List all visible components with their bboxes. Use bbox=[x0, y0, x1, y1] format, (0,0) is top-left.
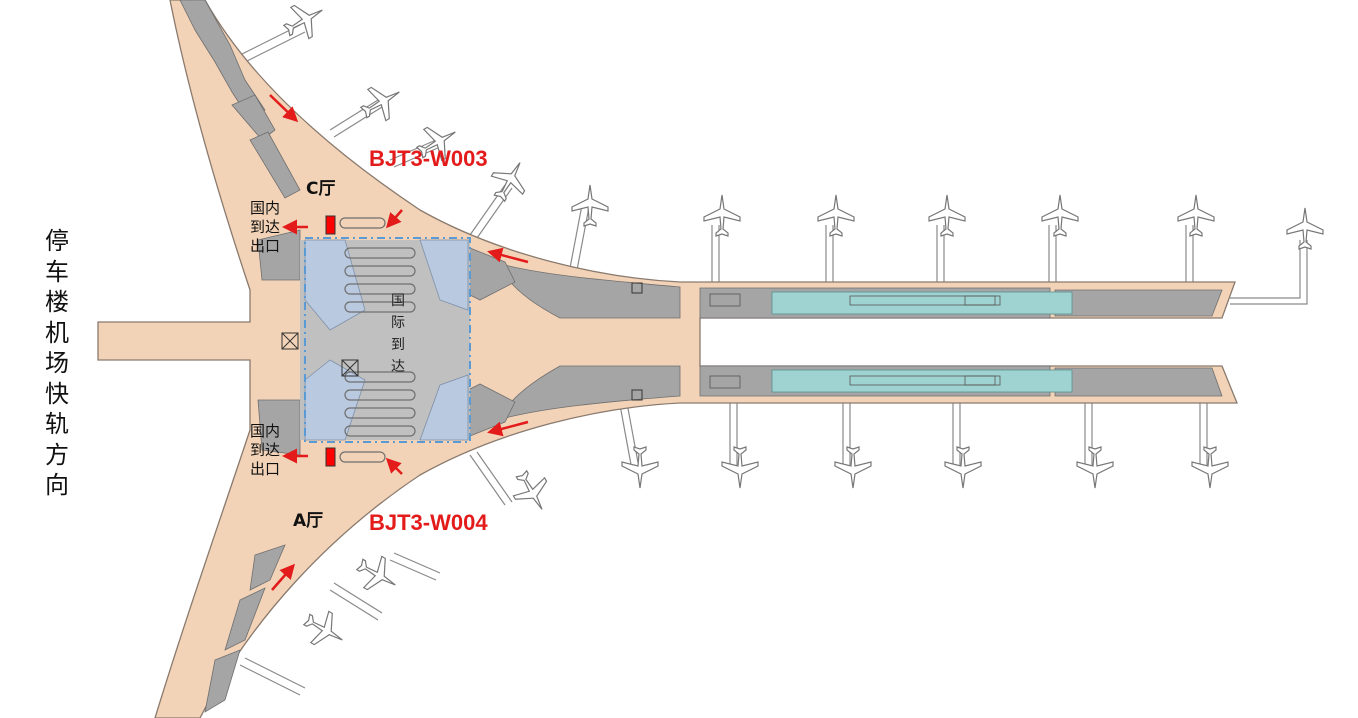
gate-code-north: BJT3-W003 bbox=[369, 146, 488, 171]
terminal-outline bbox=[97, 0, 1238, 718]
hall-label-north: C厅 bbox=[306, 179, 336, 199]
hall-label-south: A厅 bbox=[293, 511, 324, 531]
intl-dashed-border bbox=[304, 237, 471, 443]
gate-code-south: BJT3-W004 bbox=[369, 510, 488, 535]
intl-blue-areas bbox=[304, 239, 469, 441]
domestic-exit-label-south: 国内 到达 出口 bbox=[250, 422, 281, 478]
train-platforms bbox=[771, 291, 1073, 393]
exit-marker-icon bbox=[325, 215, 336, 467]
intl-arrivals-label: 国 际 到 达 bbox=[391, 293, 405, 375]
baggage-carousels bbox=[339, 217, 416, 463]
domestic-exit-label-north: 国内 到达 出口 bbox=[250, 199, 281, 255]
side-direction-label: 停 车 楼 机 场 快 轨 方 向 bbox=[45, 227, 69, 499]
arrow-icon bbox=[269, 94, 529, 591]
elevator-icon bbox=[281, 282, 643, 401]
